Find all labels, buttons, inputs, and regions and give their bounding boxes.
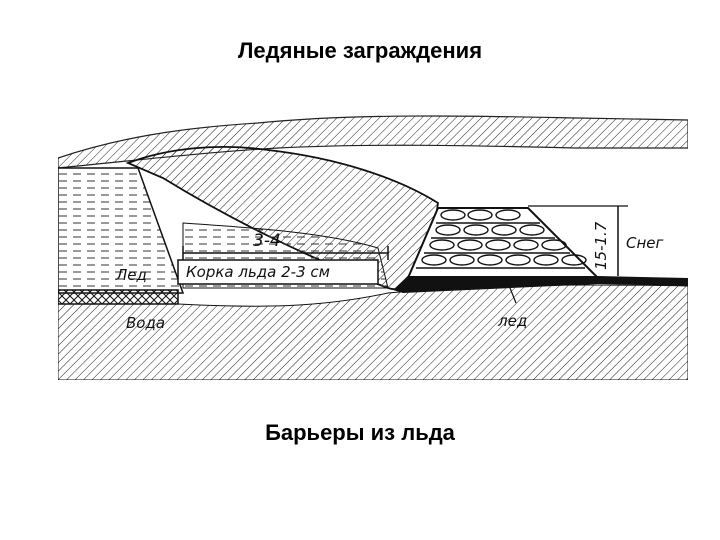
ice-right-leader <box>505 277 517 304</box>
ice-crust-layer <box>58 289 179 305</box>
slide-caption: Барьеры из льда <box>265 420 455 445</box>
water-label: Вода <box>126 314 165 332</box>
ground-hatching <box>58 284 688 380</box>
ice-left-label: Лед <box>115 266 147 284</box>
ice-barrier-diagram: Лед Вода 3-4 Корка льда 2-3 см 15-1.7 Сн… <box>58 115 688 380</box>
ice-right-label: лед <box>497 312 527 330</box>
slide-title: Ледяные заграждения <box>237 38 483 63</box>
ice-block-rows <box>416 209 587 269</box>
height-dimension-label: 15-1.7 <box>592 221 610 270</box>
ice-crust-label-box <box>177 259 379 285</box>
ice-crust-label: Корка льда 2-3 см <box>186 263 330 281</box>
left-bank <box>58 167 185 294</box>
dimension-top-label: 3-4 <box>253 231 281 251</box>
snow-label: Снег <box>626 234 664 252</box>
